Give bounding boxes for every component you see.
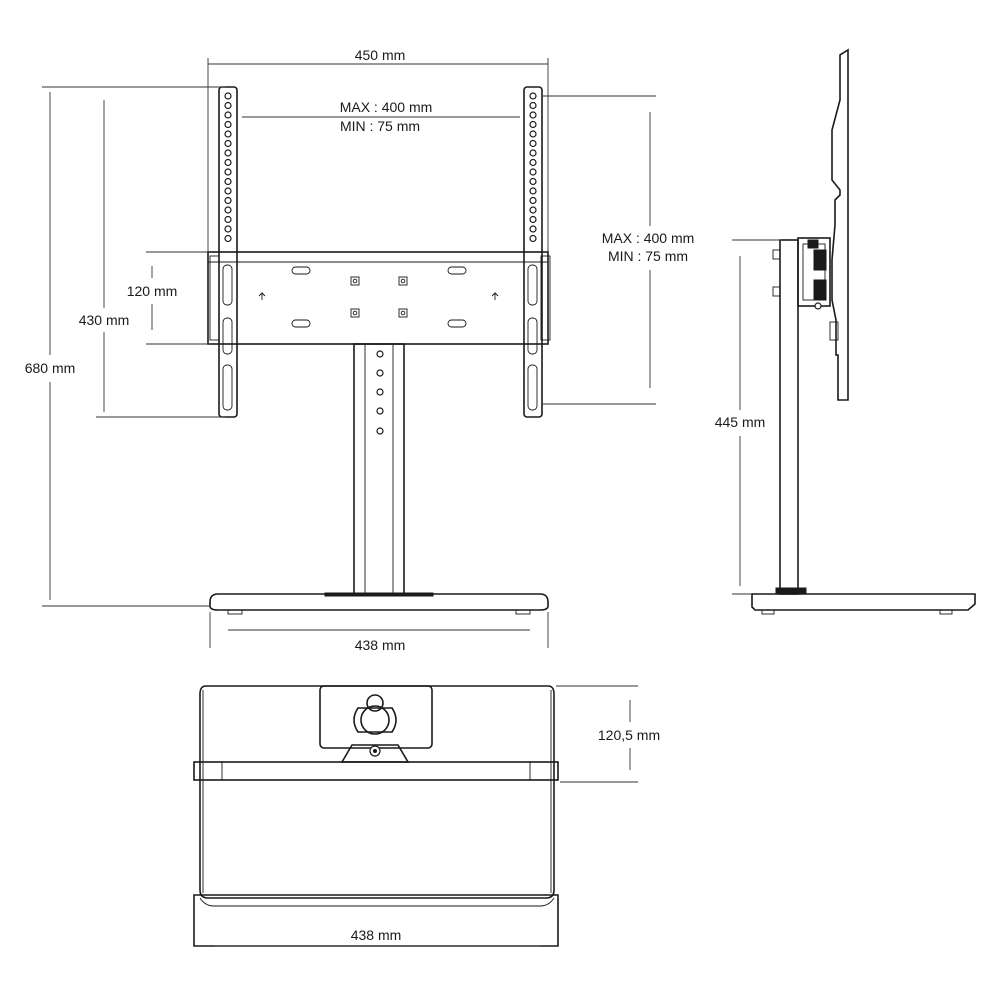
rail-hole (529, 206, 537, 214)
rail-hole (224, 177, 232, 186)
rail-hole (224, 158, 232, 167)
rail-hole (224, 120, 232, 129)
rail-hole (224, 206, 232, 214)
rail-hole (529, 196, 537, 205)
rail-hole (529, 130, 537, 138)
mounting-plate (207, 251, 551, 345)
rail-hole (529, 225, 537, 233)
rail-hole (529, 168, 537, 176)
dimension-column-height: 445 mm (715, 239, 782, 595)
dimension-label-total-height: 680 mm (25, 360, 76, 376)
rail-hole (529, 177, 537, 186)
side-column (779, 239, 799, 595)
rail-hole (224, 196, 232, 205)
top-view: 120,5 mm 438 mm (193, 685, 660, 947)
dimension-top-base-width: 438 mm (214, 927, 540, 947)
dimension-label-base-width: 438 mm (355, 637, 406, 653)
rail-hole (529, 111, 537, 119)
vesa-max-label: MAX : 400 mm (340, 99, 433, 115)
rail-hole (224, 111, 232, 119)
dimension-vesa-right: MAX : 400 mm MIN : 75 mm (542, 95, 695, 405)
rail-hole (529, 158, 537, 167)
dimension-label-height-adjust: 120 mm (127, 283, 178, 299)
rail-hole (529, 215, 537, 224)
rail-hole (224, 130, 232, 138)
tv-profile (831, 48, 849, 401)
dimension-width-top: 450 mm (207, 47, 549, 258)
dimension-depth: 120,5 mm (556, 685, 660, 783)
center-column (353, 343, 405, 595)
rail-hole (529, 187, 537, 195)
tilt-bracket (797, 237, 831, 307)
rail-hole (224, 234, 232, 243)
rail-hole (224, 149, 232, 157)
rail-hole (529, 101, 537, 110)
rail-hole (224, 187, 232, 195)
dimension-label-bracket-height: 430 mm (79, 312, 130, 328)
vesa-min-label-right: MIN : 75 mm (608, 248, 688, 264)
rail-hole (224, 225, 232, 233)
dimension-vesa-center: MAX : 400 mm MIN : 75 mm (242, 99, 520, 134)
dimension-base-width: 438 mm (209, 612, 549, 653)
rail-hole (529, 139, 537, 148)
side-base (751, 593, 976, 611)
side-view: 445 mm (715, 48, 976, 615)
rail-hole (224, 92, 232, 100)
dimension-total-height: 680 mm (25, 86, 225, 607)
dimension-label-depth: 120,5 mm (598, 727, 660, 743)
front-view: 450 mm MAX : 400 mm MIN : 75 mm (25, 47, 695, 653)
rail-hole (224, 168, 232, 176)
base-front (209, 592, 549, 615)
vesa-max-label-right: MAX : 400 mm (602, 230, 695, 246)
dimension-label-top-base-width: 438 mm (351, 927, 402, 943)
rail-hole (224, 139, 232, 148)
rail-hole (529, 234, 537, 243)
rail-hole (224, 215, 232, 224)
rail-hole (529, 120, 537, 129)
rail-hole (224, 101, 232, 110)
top-base-outline (199, 685, 555, 899)
dimension-height-adjust: 120 mm (127, 251, 210, 345)
rail-hole (529, 92, 537, 100)
top-base-front-edge (193, 894, 559, 947)
top-crossbar (193, 761, 559, 781)
dimension-label-column-height: 445 mm (715, 414, 766, 430)
rail-hole (529, 149, 537, 157)
vesa-min-label: MIN : 75 mm (340, 118, 420, 134)
dimension-label-width-top: 450 mm (355, 47, 406, 63)
